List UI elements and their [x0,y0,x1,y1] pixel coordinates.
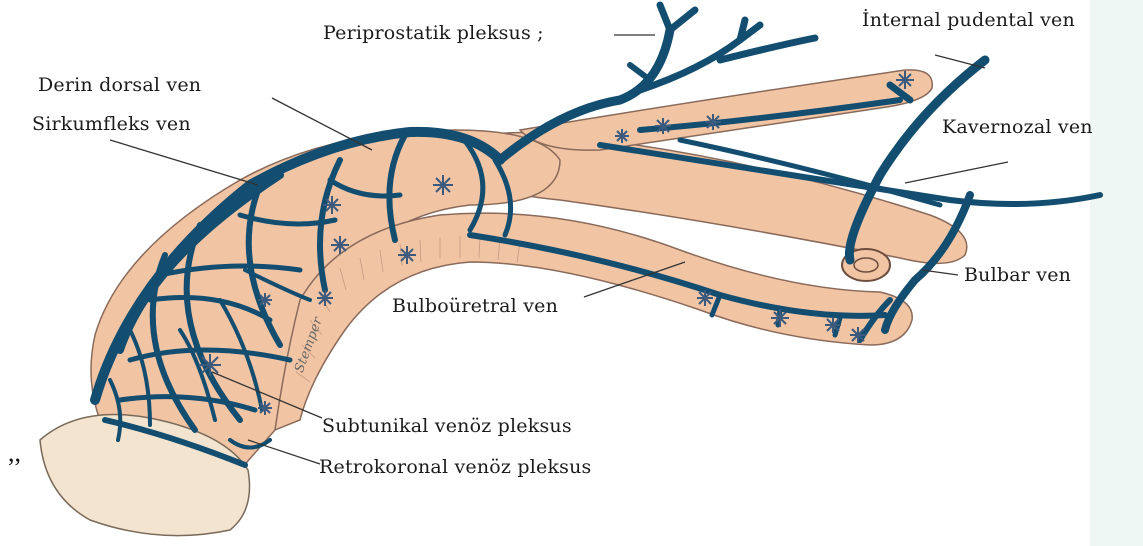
label-retrocoronal-venous-plexus: Retrokoronal venöz pleksus [319,458,592,477]
stray-quote-mark: ,, [8,440,21,466]
label-deep-dorsal-vein: Derin dorsal ven [38,76,201,95]
corpus-spongiosum [275,213,912,430]
label-circumflex-vein: Sirkumfleks ven [32,115,191,134]
label-subtunical-venous-plexus: Subtunikal venöz pleksus [322,417,572,436]
label-cavernosal-vein: Kavernozal ven [942,118,1093,137]
label-bulbourethral-vein: Bulboüretral ven [392,297,558,316]
label-periprostatic-plexus: Periprostatik pleksus ; [323,24,544,43]
label-internal-pudendal-vein: İnternal pudental ven [862,11,1075,30]
label-bulbar-vein: Bulbar ven [964,266,1071,285]
edge-tint [1090,0,1143,546]
